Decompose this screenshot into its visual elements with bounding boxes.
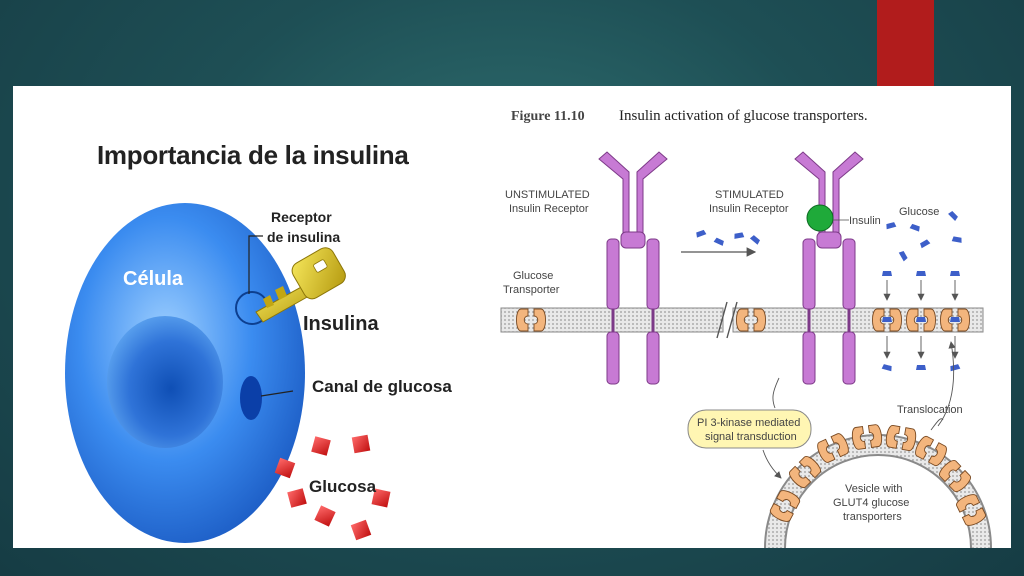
pi3k-box <box>687 409 812 449</box>
glucose-cubes <box>274 434 391 541</box>
cell-label: Célula <box>123 268 184 290</box>
translocation-arrow-tail <box>930 418 944 431</box>
insulin-key-icon <box>255 247 346 323</box>
insulin-glucose-transporter-figure: Figure 11.10 Insulin activation of gluco… <box>483 86 1011 548</box>
receptor-label-line1: Receptor <box>271 209 332 225</box>
glucose-cube <box>371 488 391 508</box>
translocation-arrow <box>937 341 956 427</box>
unstimulated-label-line1: UNSTIMULATED <box>505 189 590 201</box>
receptor-label-line2: de insulina <box>267 229 340 245</box>
glucose-cube <box>351 434 371 454</box>
insulin-label: Insulina <box>303 313 379 335</box>
unstimulated-label-line2: Insulin Receptor <box>509 203 589 215</box>
figure-caption: Insulin activation of glucose transporte… <box>619 108 868 124</box>
vesicle-label-line3: transporters <box>843 511 902 523</box>
glucose-label: Glucose <box>899 206 939 218</box>
vesicle-label-line1: Vesicle with <box>845 483 902 495</box>
vesicle-label-line2: GLUT4 glucose <box>833 497 909 509</box>
pi3k-label-line2: signal transduction <box>705 431 797 443</box>
glucose-cube <box>350 519 372 541</box>
insulin-importance-illustration: Importancia de la insulina Célula Recept… <box>13 86 483 548</box>
transporter-label-line1: Glucose <box>513 270 553 282</box>
glucose-cube <box>287 488 307 508</box>
figure-number: Figure 11.10 <box>511 109 585 124</box>
pi3k-label-line1: PI 3-kinase mediated <box>697 417 800 429</box>
receptor-pointer-line <box>248 235 263 294</box>
pi3k-arrow-out <box>762 449 782 479</box>
glucose-entry-arrows <box>883 280 959 359</box>
stimulated-insulin-receptor <box>793 150 865 386</box>
channel-pointer-line <box>260 390 294 397</box>
translocation-label: Translocation <box>897 404 963 416</box>
unstimulated-insulin-receptor <box>597 150 669 386</box>
stimulated-label-line2: Insulin Receptor <box>709 203 789 215</box>
channel-label: Canal de glucosa <box>312 377 452 396</box>
cell-nucleus <box>107 316 223 448</box>
insulin-label: Insulin <box>849 215 881 227</box>
accent-bar <box>877 0 934 86</box>
glucose-cube <box>274 457 296 479</box>
glucose-cube <box>311 436 331 456</box>
pi3k-arrow-in <box>772 377 780 409</box>
glucose-label: Glucosa <box>309 477 377 496</box>
stimulated-label-line1: STIMULATED <box>715 189 784 201</box>
insulin-molecule <box>806 204 834 232</box>
left-title: Importancia de la insulina <box>97 140 409 170</box>
glucose-cube <box>314 505 336 527</box>
glucose-channel <box>240 376 262 420</box>
slide-content: Importancia de la insulina Célula Recept… <box>13 86 1011 548</box>
transporter-label-line2: Transporter <box>503 284 560 296</box>
